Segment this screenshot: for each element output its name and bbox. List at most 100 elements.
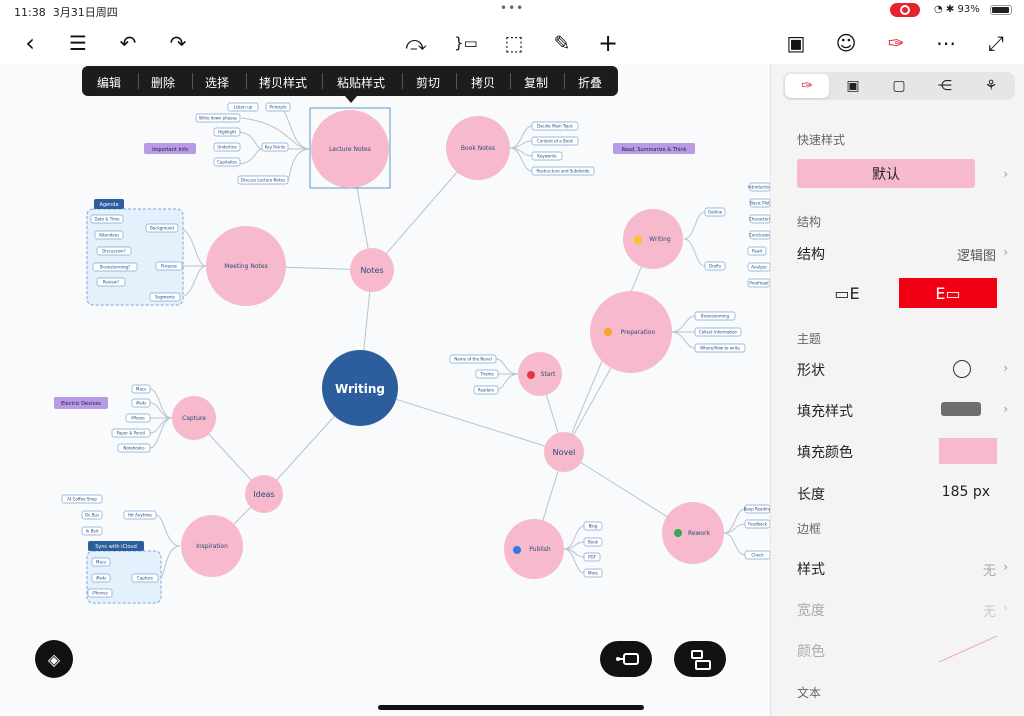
leaf-node[interactable]: Brainstorming xyxy=(694,311,736,321)
undo-icon[interactable]: ↶ xyxy=(119,31,137,55)
leaf-node[interactable]: Analyze xyxy=(747,262,770,272)
leaf-node[interactable]: Check xyxy=(744,550,770,560)
leaf-node[interactable]: Decide Main Topic xyxy=(531,121,579,131)
style-tab-icon[interactable]: ✑ xyxy=(785,74,829,98)
leaf-node[interactable]: Keywords xyxy=(531,151,563,161)
subtopic-start[interactable]: Start xyxy=(541,371,556,378)
edit-note-icon[interactable]: ✎ xyxy=(553,31,571,55)
agenda-tag[interactable] xyxy=(94,199,124,209)
subtopic-inspiration[interactable]: Inspiration xyxy=(196,543,228,550)
chevron-right-icon[interactable]: › xyxy=(1003,245,1008,259)
leaf-node[interactable]: Brainstorming? xyxy=(92,262,138,272)
chevron-right-icon[interactable]: › xyxy=(1003,601,1008,615)
menu-delete[interactable]: 删除 xyxy=(151,76,176,90)
leaf-node[interactable]: Principle xyxy=(265,102,291,112)
leaf-node[interactable]: Restructure and Subdivide xyxy=(531,166,595,176)
add-subtopic-button[interactable] xyxy=(674,641,726,677)
leaf-node[interactable]: Introduction xyxy=(748,182,770,192)
leaf-node[interactable]: Hit Anytime xyxy=(123,510,157,520)
chevron-right-icon[interactable]: › xyxy=(1003,167,1008,181)
chevron-right-icon[interactable]: › xyxy=(1003,560,1008,574)
leaf-node[interactable]: Content of a Book xyxy=(531,136,579,146)
leaf-node[interactable]: Where/How to write xyxy=(694,343,746,353)
leaf-node[interactable]: Discussion? xyxy=(96,246,132,256)
leaf-node[interactable]: Underline xyxy=(213,142,241,152)
menu-collapse[interactable]: 折叠 xyxy=(578,76,603,90)
format-brush-icon[interactable]: ✑ xyxy=(887,31,905,55)
icloud-tag[interactable] xyxy=(88,541,144,551)
leaf-node[interactable]: iPads xyxy=(131,398,151,408)
border-width-value[interactable]: 无 xyxy=(982,605,996,620)
leaf-node[interactable]: Highlight xyxy=(213,127,241,137)
subtopic-writing[interactable]: Writing xyxy=(649,236,671,243)
menu-copy-style[interactable]: 拷贝样式 xyxy=(259,76,308,90)
menu-select[interactable]: 选择 xyxy=(205,76,230,90)
subtopic-publish[interactable]: Publish xyxy=(529,546,551,553)
topic-novel[interactable]: Novel xyxy=(553,448,576,457)
structure-tab-icon[interactable]: ⋲ xyxy=(938,78,952,94)
leaf-node[interactable]: Discuss Lecture Notes xyxy=(237,175,289,185)
central-topic-circle[interactable] xyxy=(322,350,398,426)
leaf-node[interactable]: Name of the Novel xyxy=(449,354,497,364)
redo-icon[interactable]: ↷ xyxy=(169,31,187,55)
leaf-node[interactable]: Date & Time xyxy=(90,214,124,224)
leaf-node[interactable]: Macs xyxy=(131,384,151,394)
leaf-node[interactable]: Collect Information xyxy=(694,327,742,337)
menu-copy[interactable]: 拷贝 xyxy=(471,76,496,90)
quick-style-button[interactable]: 默认 xyxy=(797,159,975,188)
leaf-node[interactable]: In Bed xyxy=(81,526,103,536)
read-summarize-tag[interactable] xyxy=(613,143,695,154)
back-icon[interactable]: ‹ xyxy=(25,29,35,57)
leaf-node[interactable]: Conclusion xyxy=(749,230,770,240)
presentation-play-icon[interactable]: ▣ xyxy=(786,31,806,55)
subtopic-book-notes[interactable]: Book Notes xyxy=(461,145,495,152)
leaf-node[interactable]: Segments xyxy=(149,292,181,302)
outline-list-icon[interactable]: ☰ xyxy=(69,31,87,55)
leaf-node[interactable]: Attendees xyxy=(94,230,124,240)
structure-value[interactable]: 逻辑图 xyxy=(956,249,996,264)
topic-ideas[interactable]: Ideas xyxy=(253,490,274,499)
add-topic-button[interactable] xyxy=(600,641,652,677)
subtopic-capture[interactable]: Capture xyxy=(182,415,206,422)
electric-devices-tag[interactable] xyxy=(54,397,108,409)
connect-arrow-icon[interactable]: ⤼ xyxy=(405,31,427,55)
subtopic-meeting-notes[interactable]: Meeting Notes xyxy=(224,263,267,270)
leaf-node[interactable]: Readers xyxy=(473,385,499,395)
subtopic-lecture-notes[interactable]: Lecture Notes xyxy=(329,146,371,153)
leaf-node[interactable]: Capitalize xyxy=(213,157,241,167)
chevron-right-icon[interactable]: › xyxy=(1003,402,1008,416)
structure-left-option[interactable]: ▭E xyxy=(834,283,860,303)
subtopic-preparation[interactable]: Preparation xyxy=(621,329,656,336)
leaf-node[interactable]: Keep Reading xyxy=(744,504,770,514)
emoji-icon[interactable]: ☺ xyxy=(835,31,857,55)
leaf-node[interactable]: PDF xyxy=(583,552,601,562)
leaf-node[interactable]: Feedback xyxy=(744,519,770,529)
boundary-icon[interactable]: ⬚ xyxy=(504,31,524,55)
leaf-node[interactable]: Notebooks xyxy=(117,443,151,453)
leaf-node[interactable]: Write down phases xyxy=(195,113,241,123)
leaf-node[interactable]: Proofread xyxy=(747,278,770,288)
menu-edit[interactable]: 编辑 xyxy=(97,76,122,90)
leaf-node[interactable]: On Bus xyxy=(81,510,103,520)
menu-cut[interactable]: 剪切 xyxy=(416,76,441,90)
length-value[interactable]: 185 px xyxy=(941,484,990,500)
leaf-node[interactable]: iPhones xyxy=(87,588,113,598)
leaf-node[interactable]: iPads xyxy=(91,573,111,583)
note-tab-icon[interactable]: ▢ xyxy=(892,78,906,94)
structure-right-option[interactable]: E▭ xyxy=(899,278,997,308)
leaf-node[interactable]: Book xyxy=(583,537,603,547)
leaf-node[interactable]: Characters xyxy=(749,214,770,224)
leaf-node[interactable]: Key Points xyxy=(261,142,289,152)
layers-button[interactable]: ◈ xyxy=(35,640,73,678)
leaf-node[interactable]: More xyxy=(583,568,603,578)
mindmap-canvas[interactable]: Writing Notes Ideas Novel Lecture Notes … xyxy=(0,64,770,716)
more-icon[interactable]: ⋯ xyxy=(936,31,956,55)
multitask-dots[interactable]: ••• xyxy=(500,1,525,15)
leaf-node[interactable]: Capture xyxy=(131,573,159,583)
leaf-node[interactable]: Outline xyxy=(704,207,726,217)
leaf-node[interactable]: Theme xyxy=(475,369,499,379)
leaf-node[interactable]: At Coffee Shop xyxy=(61,494,103,504)
leaf-node[interactable]: iPhone xyxy=(125,413,151,423)
topic-notes[interactable]: Notes xyxy=(360,266,383,275)
leaf-node[interactable]: Basic Plot xyxy=(749,198,770,208)
